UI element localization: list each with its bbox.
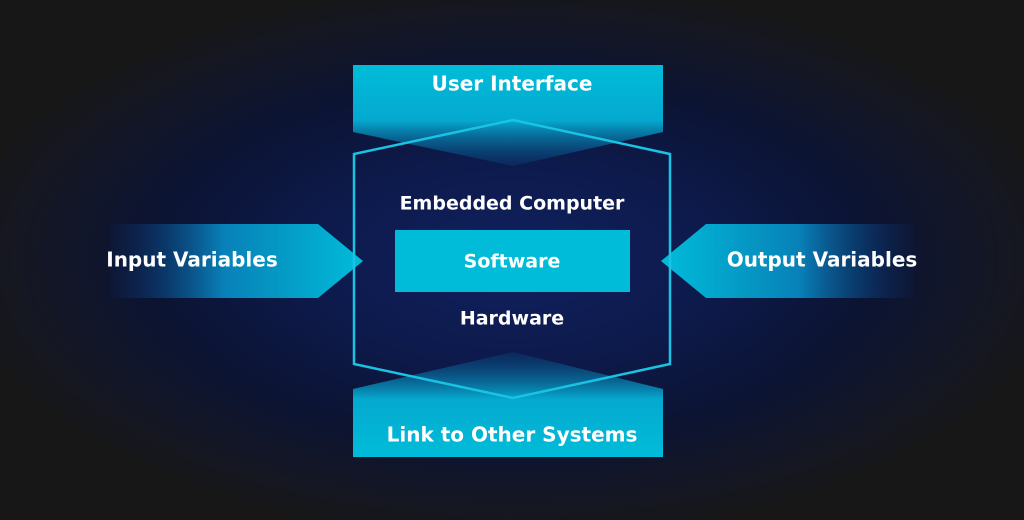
embedded-computer-outline: [352, 118, 672, 400]
output-variables-label: Output Variables: [727, 248, 918, 272]
user-interface-block: User Interface: [353, 65, 663, 166]
link-systems-label: Link to Other Systems: [387, 423, 638, 447]
software-block: Software: [395, 230, 630, 292]
input-variables-arrow: Input Variables: [106, 224, 363, 298]
user-interface-label: User Interface: [432, 72, 593, 96]
output-variables-arrow: Output Variables: [661, 224, 917, 298]
software-label: Software: [464, 251, 561, 273]
link-systems-block: Link to Other Systems: [353, 352, 663, 457]
embedded-computer-label: Embedded Computer: [400, 193, 625, 215]
hardware-label: Hardware: [460, 308, 564, 330]
input-variables-label: Input Variables: [106, 248, 278, 272]
